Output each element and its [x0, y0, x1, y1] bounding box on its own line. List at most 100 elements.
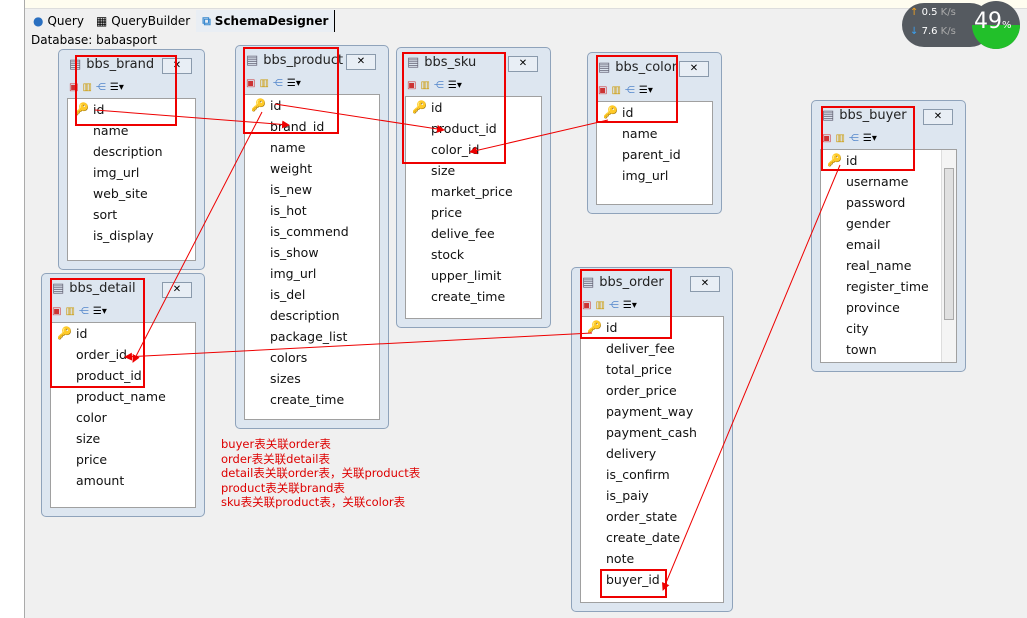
index-icon[interactable]: ▥	[65, 305, 75, 317]
field-row[interactable]: buyer_id	[581, 569, 723, 590]
relation-icon[interactable]: ⋲	[848, 132, 859, 144]
relation-icon[interactable]: ⋲	[78, 305, 89, 317]
field-row[interactable]: size	[51, 428, 195, 449]
field-row[interactable]: register_time	[821, 276, 942, 297]
edit-icon[interactable]: ▣	[52, 305, 62, 317]
field-row[interactable]: name	[597, 123, 712, 144]
field-row[interactable]: email	[821, 234, 942, 255]
edit-icon[interactable]: ▣	[69, 81, 79, 93]
field-row[interactable]: create_time	[245, 389, 379, 410]
field-row[interactable]: create_time	[406, 286, 541, 307]
close-table-button[interactable]: ✕	[690, 276, 720, 292]
field-row[interactable]: weight	[245, 158, 379, 179]
field-row[interactable]: package_list	[245, 326, 379, 347]
relation-icon[interactable]: ⋲	[95, 81, 106, 93]
close-table-button[interactable]: ✕	[679, 61, 709, 77]
field-row[interactable]: is_confirm	[581, 464, 723, 485]
field-row[interactable]: delivery	[581, 443, 723, 464]
relation-icon[interactable]: ⋲	[433, 79, 444, 91]
field-row[interactable]: parent_id	[597, 144, 712, 165]
field-row[interactable]: web_site	[68, 183, 195, 204]
field-row[interactable]: name	[68, 120, 195, 141]
field-row[interactable]: order_price	[581, 380, 723, 401]
edit-icon[interactable]: ▣	[582, 299, 592, 311]
edit-icon[interactable]: ▣	[246, 77, 256, 89]
field-row[interactable]: img_url	[68, 162, 195, 183]
index-icon[interactable]: ▥	[259, 77, 269, 89]
field-row[interactable]: product_name	[51, 386, 195, 407]
index-icon[interactable]: ▥	[595, 299, 605, 311]
edit-icon[interactable]: ▣	[822, 132, 832, 144]
field-row[interactable]: color_id	[406, 139, 541, 160]
field-row[interactable]: town	[821, 339, 942, 360]
field-row[interactable]: is_show	[245, 242, 379, 263]
field-row[interactable]: upper_limit	[406, 265, 541, 286]
field-row[interactable]: stock	[406, 244, 541, 265]
index-icon[interactable]: ▥	[611, 84, 621, 96]
field-row[interactable]: 🔑id	[821, 150, 942, 171]
menu-dropdown-icon[interactable]: ☰▾	[622, 299, 637, 311]
field-row[interactable]: city	[821, 318, 942, 339]
field-row[interactable]: 🔑id	[597, 102, 712, 123]
menu-dropdown-icon[interactable]: ☰▾	[286, 77, 301, 89]
field-row[interactable]: payment_way	[581, 401, 723, 422]
field-row[interactable]: is_hot	[245, 200, 379, 221]
field-row[interactable]: 🔑id	[406, 97, 541, 118]
field-row[interactable]: img_url	[245, 263, 379, 284]
field-row[interactable]: name	[245, 137, 379, 158]
field-row[interactable]: product_id	[406, 118, 541, 139]
field-row[interactable]: colors	[245, 347, 379, 368]
field-row[interactable]: order_id	[51, 344, 195, 365]
menu-dropdown-icon[interactable]: ☰▾	[92, 305, 107, 317]
field-row[interactable]: password	[821, 192, 942, 213]
edit-icon[interactable]: ▣	[598, 84, 608, 96]
index-icon[interactable]: ▥	[420, 79, 430, 91]
relation-icon[interactable]: ⋲	[608, 299, 619, 311]
field-row[interactable]: 🔑id	[51, 323, 195, 344]
field-row[interactable]: description	[245, 305, 379, 326]
field-row[interactable]: sizes	[245, 368, 379, 389]
menu-dropdown-icon[interactable]: ☰▾	[638, 84, 653, 96]
field-row[interactable]: product_id	[51, 365, 195, 386]
menu-dropdown-icon[interactable]: ☰▾	[862, 132, 877, 144]
field-row[interactable]: is_del	[245, 284, 379, 305]
edit-icon[interactable]: ▣	[407, 79, 417, 91]
close-table-button[interactable]: ✕	[162, 282, 192, 298]
field-row[interactable]: is_new	[245, 179, 379, 200]
tab-querybuilder[interactable]: ▦QueryBuilder	[90, 10, 196, 32]
close-table-button[interactable]: ✕	[346, 54, 376, 70]
field-row[interactable]: is_commend	[245, 221, 379, 242]
relation-icon[interactable]: ⋲	[624, 84, 635, 96]
index-icon[interactable]: ▥	[82, 81, 92, 93]
field-row[interactable]: province	[821, 297, 942, 318]
close-table-button[interactable]: ✕	[923, 109, 953, 125]
field-row[interactable]: sort	[68, 204, 195, 225]
close-table-button[interactable]: ✕	[508, 56, 538, 72]
field-row[interactable]: price	[51, 449, 195, 470]
field-row[interactable]: delive_fee	[406, 223, 541, 244]
field-row[interactable]: size	[406, 160, 541, 181]
menu-dropdown-icon[interactable]: ☰▾	[109, 81, 124, 93]
field-row[interactable]: total_price	[581, 359, 723, 380]
field-row[interactable]: username	[821, 171, 942, 192]
field-row[interactable]: real_name	[821, 255, 942, 276]
field-row[interactable]: price	[406, 202, 541, 223]
field-row[interactable]: create_date	[581, 527, 723, 548]
field-row[interactable]: deliver_fee	[581, 338, 723, 359]
scrollbar[interactable]	[941, 150, 956, 362]
field-row[interactable]: 🔑id	[68, 99, 195, 120]
field-row[interactable]: amount	[51, 470, 195, 491]
tab-query[interactable]: ●Query	[27, 10, 90, 32]
field-row[interactable]: order_state	[581, 506, 723, 527]
field-row[interactable]: gender	[821, 213, 942, 234]
field-row[interactable]: 🔑id	[245, 95, 379, 116]
field-row[interactable]: is_display	[68, 225, 195, 246]
field-row[interactable]: is_paiy	[581, 485, 723, 506]
index-icon[interactable]: ▥	[835, 132, 845, 144]
field-row[interactable]: payment_cash	[581, 422, 723, 443]
field-row[interactable]: 🔑id	[581, 317, 723, 338]
